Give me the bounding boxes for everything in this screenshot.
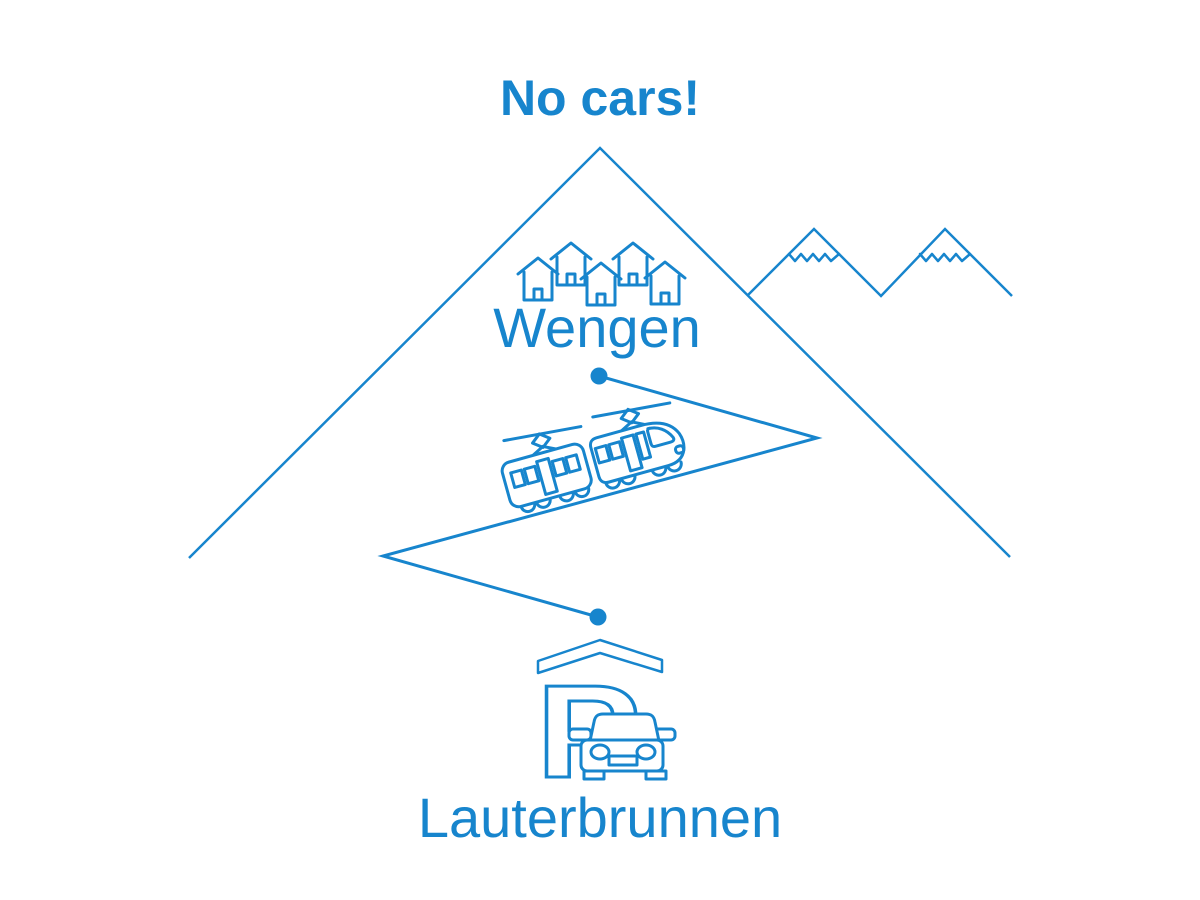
parking-garage-roof-icon — [536, 638, 664, 675]
car-front-icon — [567, 712, 677, 781]
lower-village-label: Lauterbrunnen — [418, 786, 782, 849]
snowcapped-peaks-icon — [747, 227, 1013, 298]
mountain-outline-icon — [188, 146, 1011, 559]
cog-railway-train-icon — [500, 401, 686, 514]
upper-village-label: Wengen — [493, 296, 701, 359]
zigzag-rack-railway-line — [377, 374, 823, 619]
station-dot-lauterbrunnen — [589, 608, 607, 626]
station-dot-wengen — [590, 367, 608, 385]
page-title: No cars! — [500, 70, 700, 126]
